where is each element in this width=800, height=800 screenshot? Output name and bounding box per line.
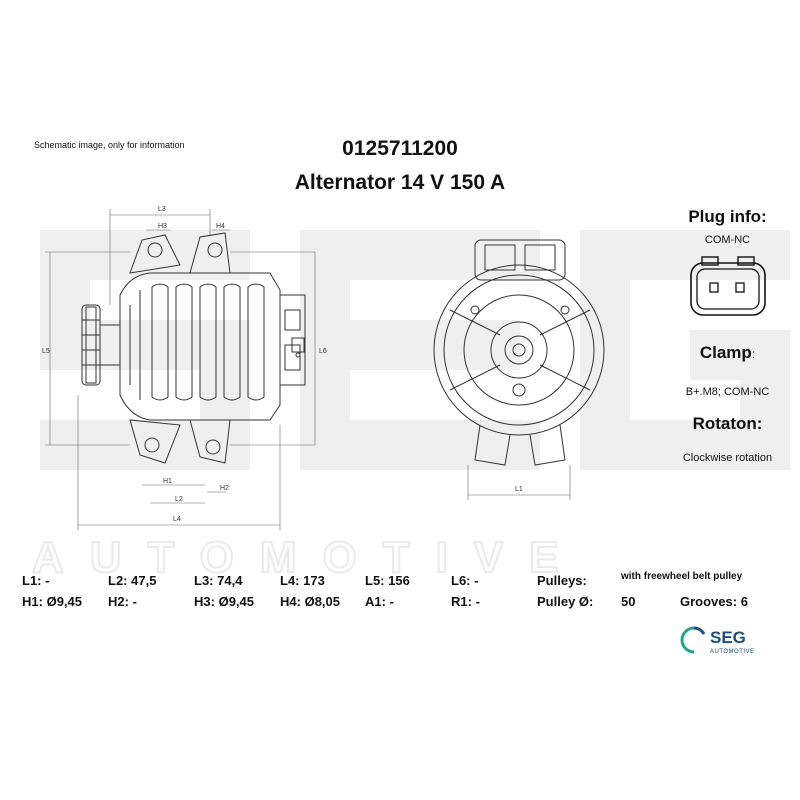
spec-l3: L3: 74,4 — [194, 573, 243, 588]
logo-brand: SEG — [710, 628, 746, 647]
spec-l4: L4: 173 — [280, 573, 325, 588]
plug-connector-icon — [690, 256, 766, 316]
watermark-sub: AUTOMOTIVE — [32, 533, 585, 582]
part-description: Alternator 14 V 150 A — [294, 171, 506, 194]
side-dimensions — [45, 209, 316, 530]
rotation-heading: Rotaton: — [692, 414, 763, 433]
front-view — [433, 239, 605, 466]
disclaimer-note: Schematic image, only for information — [34, 140, 185, 150]
spec-l2: L2: 47,5 — [108, 573, 157, 588]
dim-label-l2: L2 — [175, 496, 183, 503]
spec-pulley-diameter-value: 50 — [621, 594, 636, 609]
dim-label-h2: H2 — [220, 485, 229, 492]
logo-sub: AUTOMOTIVE — [710, 649, 755, 655]
spec-pulleys-value: with freewheel belt pulley — [621, 571, 743, 582]
spec-h3: H3: Ø9,45 — [194, 594, 254, 609]
spec-l6: L6: - — [451, 573, 479, 588]
dim-label-l3: L3 — [158, 206, 166, 213]
alternator-drawing: L3 H3 H4 L5 L6 H1 H2 L2 L4 — [42, 206, 605, 530]
dim-label-l6: L6 — [319, 348, 327, 355]
spec-h2: H2: - — [108, 594, 137, 609]
spec-pulleys-label: Pulleys: — [537, 573, 587, 588]
front-dimensions — [467, 465, 571, 500]
spec-grooves: Grooves: 6 — [680, 594, 748, 609]
dim-label-h4: H4 — [216, 223, 225, 230]
seg-automotive-logo: SEG AUTOMOTIVE — [680, 626, 755, 655]
plug-info-heading: Plug info: — [688, 207, 767, 226]
plug-info-value: COM-NC — [704, 234, 751, 246]
dim-label-l5: L5 — [42, 348, 50, 355]
part-number: 0125711200 — [342, 137, 458, 160]
dim-label-l4: L4 — [173, 516, 181, 523]
spec-l1: L1: - — [22, 573, 50, 588]
clamp-heading: Clamp: — [699, 343, 756, 362]
rotation-value: Clockwise rotation — [682, 452, 773, 464]
spec-h4: H4: Ø8,05 — [280, 594, 340, 609]
spec-pulley-diameter-label: Pulley Ø: — [537, 594, 594, 609]
spec-a1: A1: - — [365, 594, 394, 609]
dim-label-l1: L1 — [515, 486, 523, 493]
dim-label-h3: H3 — [158, 223, 167, 230]
clamp-value: B+.M8; COM-NC — [685, 386, 770, 398]
dim-label-h1: H1 — [163, 478, 172, 485]
spec-l5: L5: 156 — [365, 573, 410, 588]
side-view — [81, 232, 306, 464]
spec-r1: R1: - — [451, 594, 480, 609]
spec-h1: H1: Ø9,45 — [22, 594, 82, 609]
